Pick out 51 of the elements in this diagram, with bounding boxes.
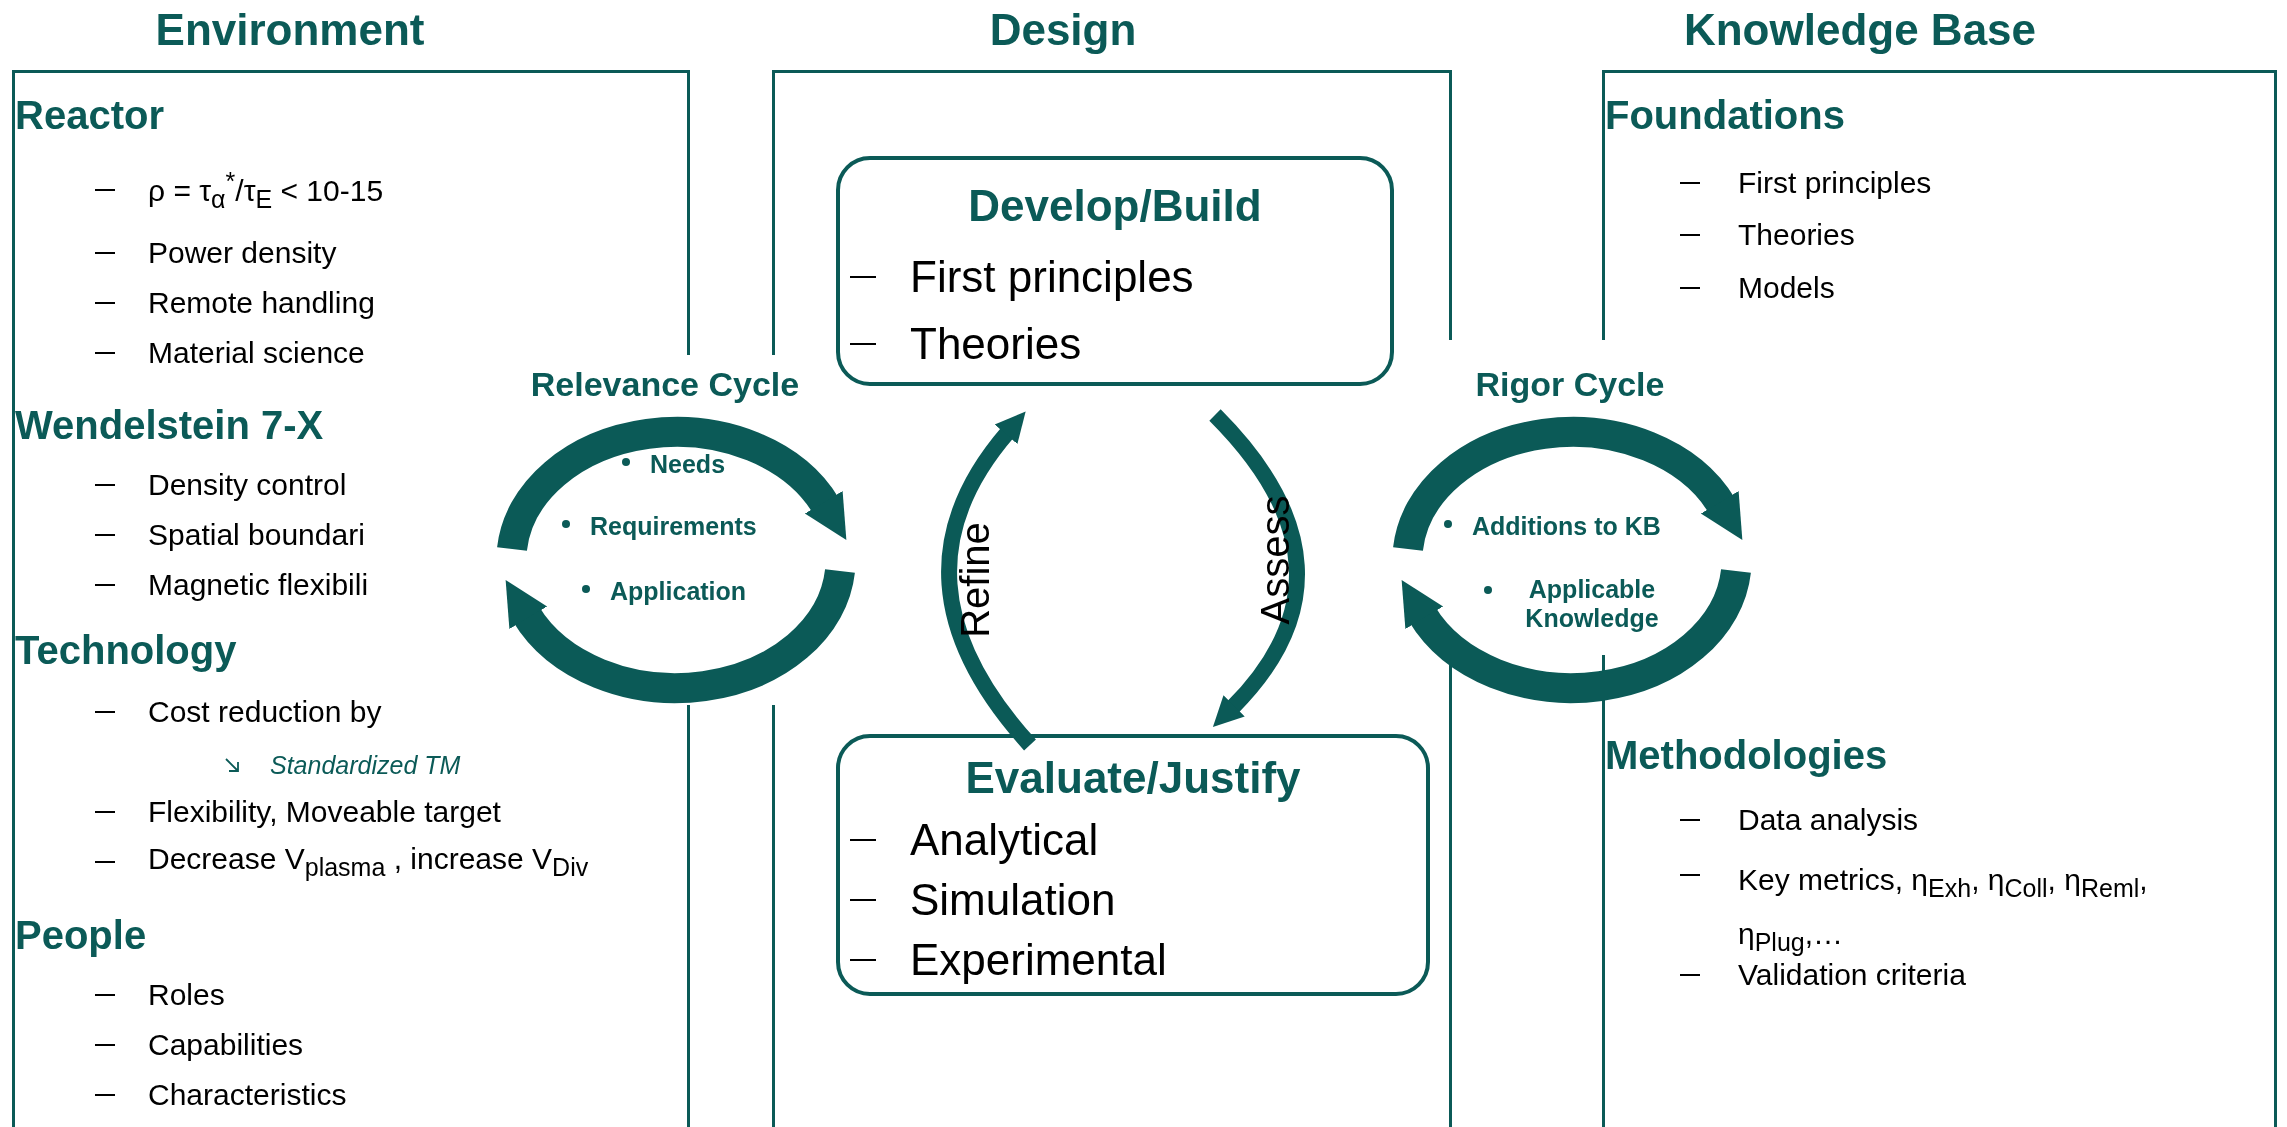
list-item: Remote handling [148,285,375,321]
cycle-item: Requirements [590,511,757,541]
section-heading: Wendelstein 7-X [15,402,324,448]
section-heading: People [15,912,147,958]
cycle-title: Rigor Cycle [1475,365,1665,405]
cycle-arrow [503,568,855,703]
section-heading: Reactor [15,92,164,138]
process-box [836,156,1394,386]
list-item: Simulation [910,874,1116,926]
edge-label: Refine [952,522,998,638]
curved-arrow [941,410,1037,751]
section-heading: Foundations [1605,92,1845,138]
column-heading: Environment [155,4,425,56]
list-item: Analytical [910,814,1099,866]
list-item: ρ = τ$_{α}$$^{*}$/τ$_{E}$ < 10-15 [148,166,384,214]
list-item: Material science [148,335,365,371]
section-heading: Technology [15,627,237,673]
cycle-item: Additions to KB [1472,511,1661,541]
list-item: Models [1738,270,1835,306]
list-item: Theories [1738,217,1855,253]
list-item: First principles [910,251,1194,303]
section-heading: Methodologies [1605,732,1888,778]
list-item: Roles [148,977,225,1013]
cycle-item: Application [610,576,747,606]
process-box [836,734,1430,996]
box-heading: Evaluate/Justify [965,752,1301,804]
list-item: Power density [148,235,337,271]
cycle-title: Relevance Cycle [530,365,800,405]
edge-label: Assess [1252,495,1298,625]
column-heading: Design [989,4,1137,56]
sub-list-item: Standardized TM [270,750,461,780]
list-item: Cost reduction by [148,694,382,730]
list-item: First principles [1738,165,1932,201]
list-item: Characteristics [148,1077,347,1113]
list-item: Experimental [910,934,1167,986]
box-heading: Develop/Build [968,180,1262,232]
list-item: Data analysis [1738,802,1919,838]
curved-arrow [1209,409,1305,728]
list-item: Validation criteria [1738,957,1966,993]
list-item: Theories [910,318,1082,370]
list-item: Decrease V$_{plasma}$ , increase V$_{Div}$ [148,842,589,882]
cycle-arrow [1399,568,1751,703]
list-item: Key metrics, η$_{Exh}$, η$_{Coll}$, η$_{Reml}$, η$_{Plug}$,… [1738,862,2149,958]
list-item: Density control [148,467,347,503]
list-item: Capabilities [148,1027,304,1063]
list-item: Flexibility, Moveable target [148,794,501,830]
cycle-item: Needs [650,449,726,479]
list-item: Spatial boundari [148,517,365,553]
list-item: Magnetic flexibili [148,567,369,603]
cycle-item: Applicable Knowledge [1524,575,1660,633]
column-heading: Knowledge Base [1683,4,2037,56]
